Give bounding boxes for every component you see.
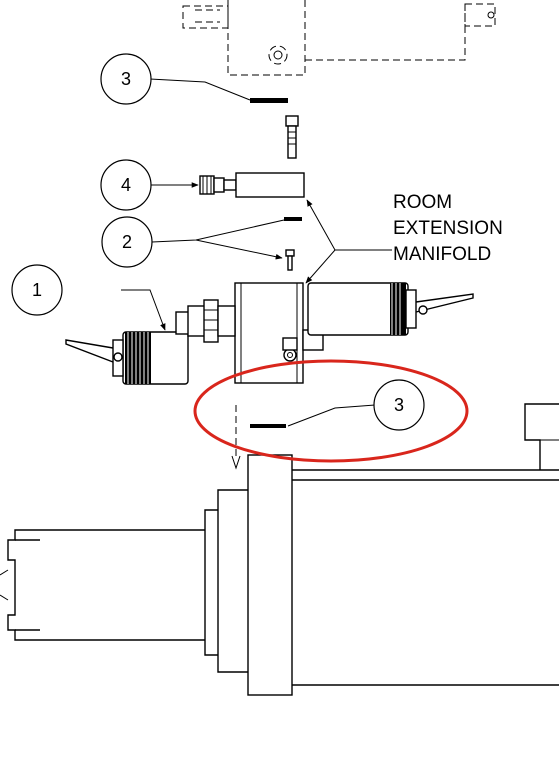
- callout-1-number: 1: [32, 280, 42, 300]
- label-line-2: EXTENSION: [393, 218, 503, 239]
- callout-1: 1: [11, 264, 63, 316]
- callout-2-leaders: [151, 217, 302, 271]
- callout-3-bottom-number: 3: [394, 395, 404, 415]
- callout-4-number: 4: [121, 175, 131, 195]
- left-solenoid-valve: [65, 289, 236, 385]
- right-solenoid-valve: [307, 282, 474, 336]
- manifold-leaders: [305, 199, 392, 284]
- machine-body: [0, 403, 559, 696]
- highlight-ellipse: [193, 359, 469, 463]
- label-line-1: ROOM: [393, 192, 452, 213]
- callout-3-bottom-leader: [250, 404, 376, 428]
- fitting-and-block: [150, 172, 305, 198]
- callout-3-top-number: 3: [121, 69, 131, 89]
- callout-2-number: 2: [122, 232, 132, 252]
- callout-4: 4: [100, 159, 152, 211]
- centerline-arrow: [231, 455, 241, 470]
- manifold-label: ROOM EXTENSION MANIFOLD: [393, 192, 503, 265]
- callout-3-top-leader: [149, 78, 288, 103]
- top-valve-assembly-dashed: [182, 0, 496, 76]
- callout-3-bottom: 3: [373, 379, 425, 431]
- callout-2: 2: [101, 216, 153, 268]
- screw: [285, 115, 299, 159]
- label-line-3: MANIFOLD: [393, 244, 491, 265]
- callout-3-top: 3: [100, 53, 152, 105]
